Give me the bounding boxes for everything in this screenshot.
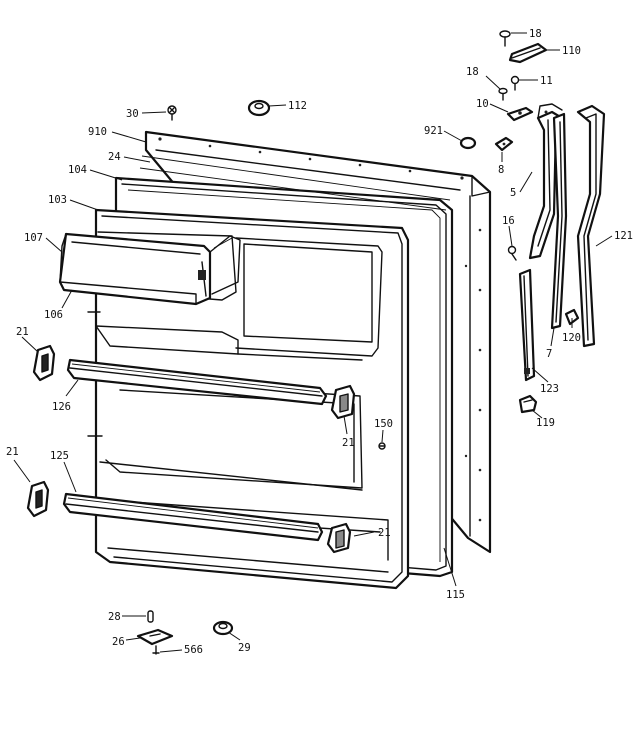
cap-921 xyxy=(459,136,477,150)
door-liner xyxy=(87,208,410,590)
callout-21: 21 xyxy=(16,326,29,338)
spacer-28 xyxy=(147,610,154,623)
screw-18-side xyxy=(498,87,508,101)
screw-566 xyxy=(152,645,160,655)
cap-119 xyxy=(518,394,538,414)
callout-921: 921 xyxy=(424,125,443,137)
callout-121: 121 xyxy=(614,230,633,242)
clip-120 xyxy=(564,308,580,326)
screw-11 xyxy=(510,75,520,91)
plug-112 xyxy=(247,99,271,117)
callout-123: 123 xyxy=(540,383,559,395)
callout-10: 10 xyxy=(476,98,489,110)
shelf-clip-right-upper xyxy=(330,384,356,420)
callout-104: 104 xyxy=(68,164,87,176)
shelf-bar-upper xyxy=(66,358,328,406)
handle-trim-7 xyxy=(550,112,568,330)
screw-150 xyxy=(378,442,386,450)
callout-119: 119 xyxy=(536,417,555,429)
callout-labels: 18 110 18 11 10 30 112 910 921 24 8 104 … xyxy=(6,28,633,656)
callout-566: 566 xyxy=(184,644,203,656)
callout-125: 125 xyxy=(50,450,69,462)
callout-28: 28 xyxy=(108,611,121,623)
dairy-compartment-door xyxy=(58,232,241,306)
callout-18: 18 xyxy=(466,66,479,78)
callout-26: 26 xyxy=(112,636,125,648)
hinge-10 xyxy=(506,106,534,122)
bumper-29 xyxy=(212,620,234,636)
callout-107: 107 xyxy=(24,232,43,244)
callout-120: 120 xyxy=(562,332,581,344)
callout-29: 29 xyxy=(238,642,251,654)
callout-5: 5 xyxy=(510,187,516,199)
callout-11: 11 xyxy=(540,75,553,87)
handle-121 xyxy=(576,104,606,348)
shelf-bar-lower xyxy=(62,492,324,542)
callout-150: 150 xyxy=(374,418,393,430)
callout-16: 16 xyxy=(502,215,515,227)
callout-103: 103 xyxy=(48,194,67,206)
hinge-cover-110 xyxy=(508,42,548,64)
bracket-8 xyxy=(494,136,514,152)
callout-21: 21 xyxy=(342,437,355,449)
callout-910: 910 xyxy=(88,126,107,138)
shelf-clip-left-upper xyxy=(32,344,56,382)
callout-106: 106 xyxy=(44,309,63,321)
callout-112: 112 xyxy=(288,100,307,112)
callout-18: 18 xyxy=(529,28,542,40)
screw-16 xyxy=(507,245,517,261)
callout-21: 21 xyxy=(378,527,391,539)
screw-30 xyxy=(167,105,177,121)
handle-strip-123 xyxy=(518,268,536,382)
callout-7: 7 xyxy=(546,348,552,360)
shelf-clip-left-lower xyxy=(26,480,50,518)
plate-26 xyxy=(136,628,174,646)
screw-18-top xyxy=(499,30,511,47)
callout-115: 115 xyxy=(446,589,465,601)
callout-110: 110 xyxy=(562,45,581,57)
leader-lines xyxy=(13,32,613,653)
callout-8: 8 xyxy=(498,164,504,176)
callout-21: 21 xyxy=(6,446,19,458)
shelf-clip-right-lower xyxy=(326,522,352,554)
callout-24: 24 xyxy=(108,151,121,163)
callout-126: 126 xyxy=(52,401,71,413)
callout-30: 30 xyxy=(126,108,139,120)
